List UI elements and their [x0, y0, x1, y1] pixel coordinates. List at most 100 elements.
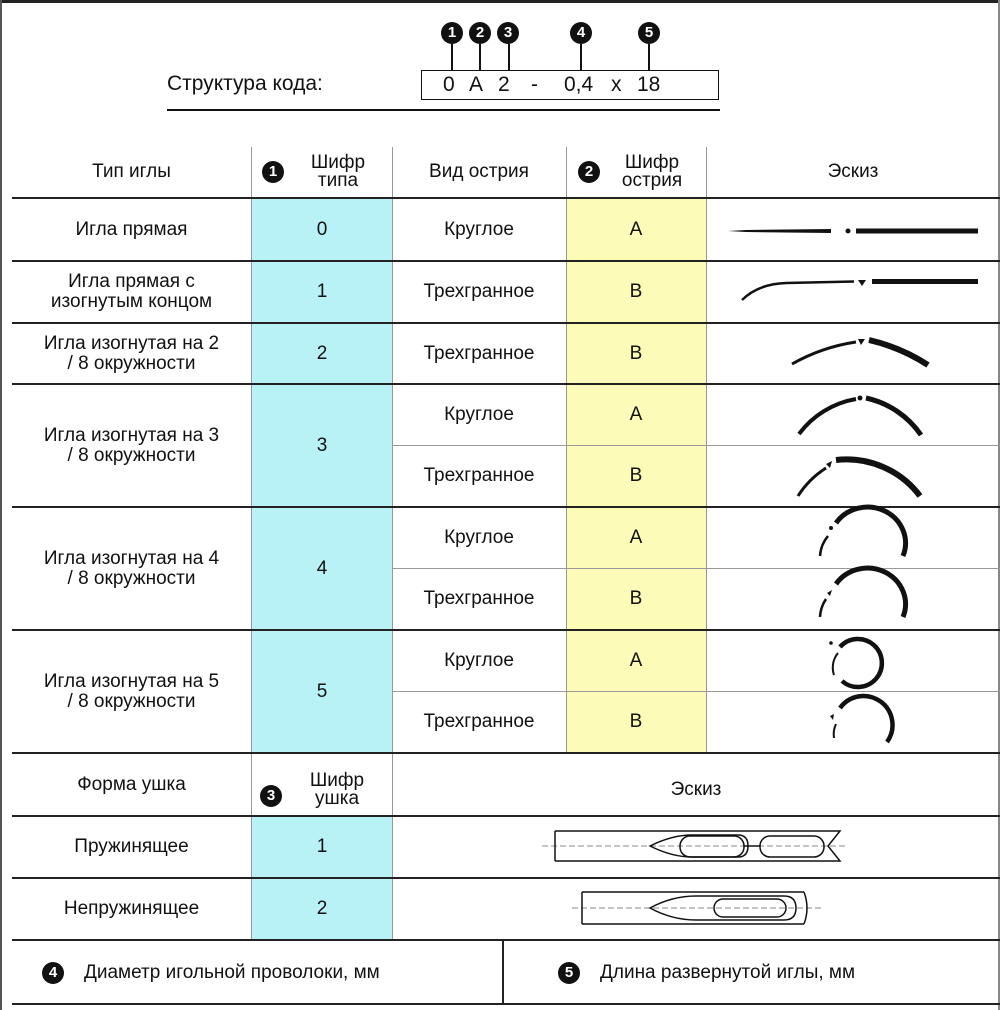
header-type-code: Шифр типа [310, 152, 366, 191]
needle-type-code: 0 [316, 218, 328, 240]
marker-1: 1 [441, 22, 463, 44]
point-kind: Круглое [444, 404, 514, 425]
footer-diameter-marker: 4 [42, 962, 64, 984]
eye-shape: Непружинящее [63, 898, 200, 919]
hline-eye-row-2 [12, 939, 1000, 941]
code-part-times: x [611, 73, 622, 96]
code-structure-label: Структура кода: [167, 72, 323, 95]
hline-row-4 [12, 506, 1000, 508]
marker-5: 5 [638, 22, 660, 44]
point-code: B [629, 281, 643, 302]
point-code: A [629, 218, 643, 240]
point-code: B [629, 588, 643, 609]
hline-row-2 [12, 322, 1000, 324]
code-part-diameter: 0,4 [564, 73, 594, 96]
header-point-code: Шифр острия [621, 152, 683, 191]
frame-right [998, 0, 1000, 1010]
hline-row-6 [12, 752, 1000, 754]
arc-4-8-round-icon [818, 504, 909, 557]
header-rule [167, 109, 720, 111]
arc-4-8-tri-icon [818, 565, 909, 618]
needle-type-code: 5 [316, 680, 328, 702]
hline-eye-header-bottom [12, 815, 1000, 817]
marker-4-stem [580, 44, 582, 71]
point-code: A [629, 527, 643, 548]
header-point-kind: Вид острия [429, 161, 529, 182]
code-part-point: A [469, 73, 484, 96]
code-box [421, 70, 719, 100]
arc-3-8-round-icon [797, 395, 924, 437]
footer-diameter-label: Диаметр игольной проволоки, мм [84, 962, 380, 983]
eye-shape: Пружинящее [74, 836, 189, 857]
hline-header-bottom [12, 197, 1000, 199]
header-eye-sketch: Эскиз [670, 779, 722, 800]
header-eye-shape: Форма ушка [77, 773, 186, 795]
needle-type: Игла прямая [75, 218, 188, 240]
footer-length-marker: 5 [558, 962, 580, 984]
point-code-column-fill [566, 199, 706, 753]
point-kind: Круглое [444, 218, 514, 240]
point-kind: Трехгранное [423, 711, 535, 732]
marker-2: 2 [469, 22, 491, 44]
code-part-dash: - [531, 73, 538, 96]
point-code: B [629, 465, 643, 486]
needle-type-code: 1 [316, 281, 328, 302]
code-part-type: 0 [443, 73, 455, 96]
point-kind: Трехгранное [423, 588, 535, 609]
marker-3: 3 [497, 22, 519, 44]
type-code-column-fill [252, 199, 392, 753]
vline-2 [392, 147, 393, 940]
point-code: B [629, 342, 643, 364]
closed-eye-icon [572, 891, 822, 925]
header-sketch: Эскиз [827, 161, 879, 182]
header-eye-code-marker: 3 [260, 785, 282, 807]
point-code: A [629, 650, 643, 671]
point-kind: Трехгранное [423, 465, 535, 486]
marker-4: 4 [570, 22, 592, 44]
arc-2-8-needle-icon [791, 337, 930, 368]
marker-2-stem [479, 44, 481, 71]
header-eye-code: Шифр ушка [309, 770, 365, 809]
eye-code: 2 [316, 898, 328, 919]
eye-code: 1 [316, 836, 328, 857]
arc-5-8-tri-icon [830, 693, 895, 744]
header-needle-type: Тип иглы [92, 161, 171, 182]
arc-5-8-round-icon [829, 636, 885, 690]
needle-type-code: 2 [316, 342, 328, 364]
needle-type: Игла изогнутая на 5 / 8 окружности [43, 670, 220, 712]
hline-row-3 [12, 383, 1000, 385]
hline-eye-row-1 [12, 877, 1000, 879]
bent-end-needle-icon [741, 279, 978, 301]
marker-5-stem [648, 44, 650, 71]
point-kind: Трехгранное [423, 281, 535, 302]
hline-row-5-split [392, 568, 1000, 569]
footer-length-label: Длина развернутой иглы, мм [600, 962, 856, 983]
marker-3-stem [508, 44, 510, 71]
hline-row-1 [12, 260, 1000, 262]
needle-type-code: 4 [316, 557, 328, 579]
frame-top [0, 0, 1000, 3]
spring-eye-icon [542, 830, 848, 862]
needle-type: Игла изогнутая на 3 / 8 окружности [43, 424, 220, 466]
vline-4 [706, 147, 707, 753]
vline-3 [566, 147, 567, 753]
point-code: B [629, 711, 643, 732]
hline-row-5 [12, 629, 1000, 631]
arc-3-8-tri-icon [796, 456, 923, 498]
footer-divider [502, 940, 504, 1004]
hline-row-4-split [392, 445, 1000, 446]
marker-1-stem [451, 44, 453, 71]
needle-type: Игла изогнутая на 4 / 8 окружности [43, 547, 220, 589]
straight-needle-icon [728, 228, 978, 234]
vline-1 [251, 147, 252, 940]
point-kind: Круглое [444, 527, 514, 548]
point-code: A [629, 404, 643, 425]
point-kind: Трехгранное [423, 342, 535, 364]
header-type-code-marker: 1 [262, 161, 284, 183]
needle-type: Игла изогнутая на 2 / 8 окружности [43, 332, 220, 374]
needle-type-code: 3 [316, 434, 328, 456]
code-part-eye: 2 [498, 73, 510, 96]
hline-row-6-split [392, 691, 1000, 692]
needle-type: Игла прямая с изогнутым концом [50, 271, 213, 312]
frame-left [0, 0, 2, 1010]
